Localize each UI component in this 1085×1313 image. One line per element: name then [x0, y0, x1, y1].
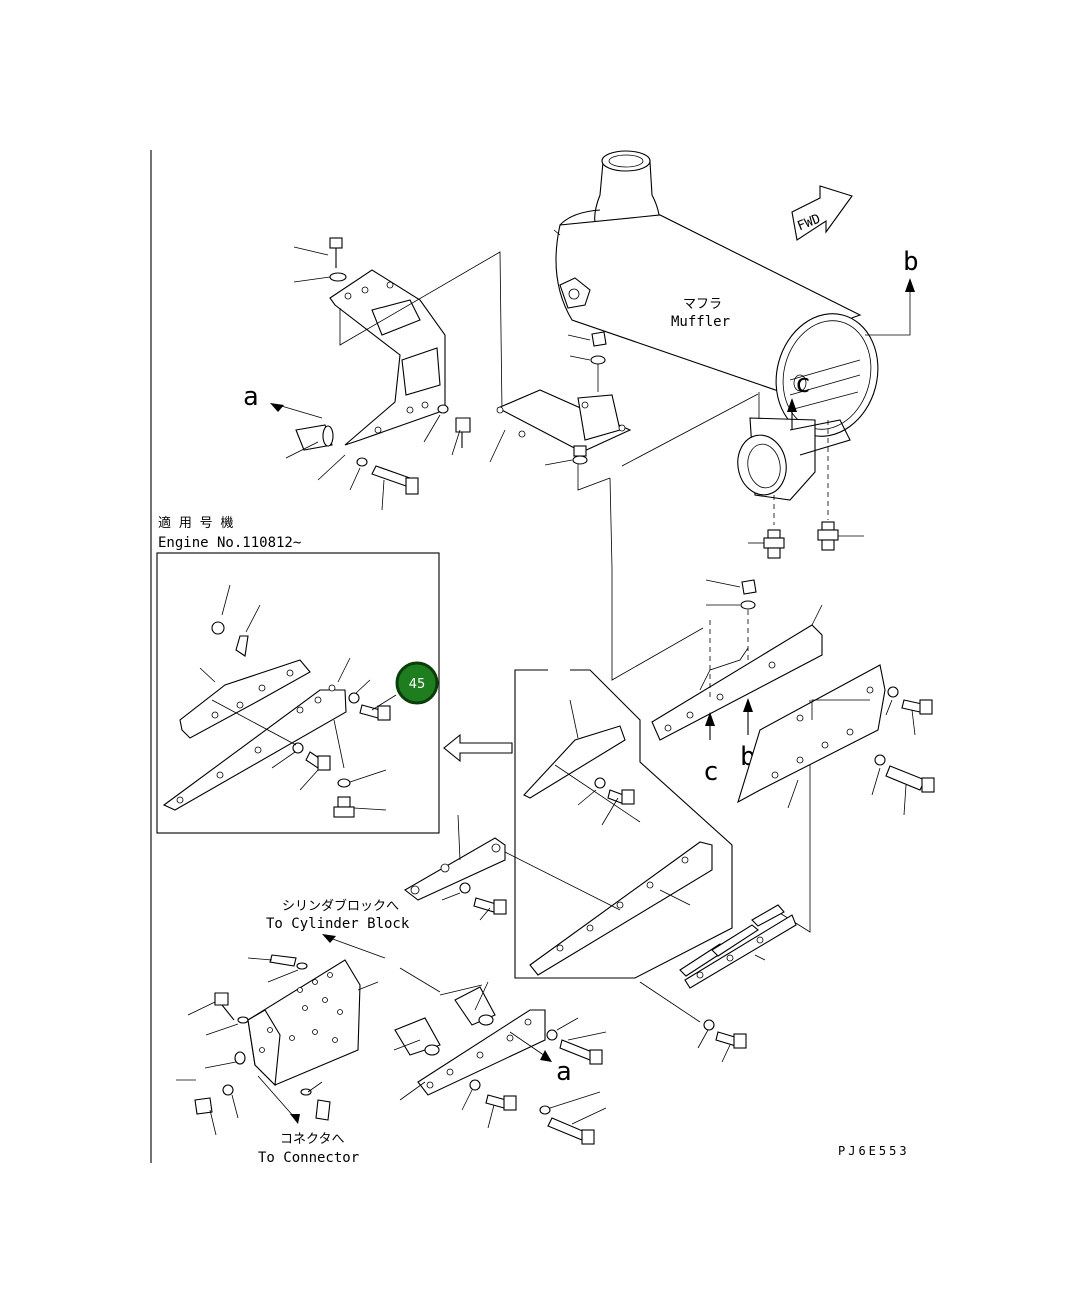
engine-no-label: Engine No.110812~	[158, 535, 301, 551]
inset-box	[156, 552, 440, 834]
cylinder-label-jp: シリンダブロックへ	[282, 898, 399, 914]
bottom-left-block	[176, 954, 379, 1136]
guide-line-right	[774, 700, 811, 933]
connector-label-en: To Connector	[258, 1150, 359, 1166]
ref-c-mid: c	[703, 757, 719, 787]
center-box-outline	[514, 669, 733, 979]
ref-a-bottom: a	[556, 1057, 572, 1087]
ref-b-top: b	[903, 247, 919, 277]
applicable-label-jp: 適 用 号 機	[158, 515, 233, 531]
drawing-code: PJ6E553	[838, 1144, 910, 1158]
callout-45-circle[interactable]	[395, 661, 439, 705]
fwd-arrow: FWD	[791, 185, 853, 241]
end-cap-hole	[793, 374, 807, 392]
callout-45-number[interactable]: 45	[409, 677, 426, 692]
arrow-up-c	[787, 398, 797, 412]
guide-line-center	[609, 477, 704, 681]
muffler-label-jp: マフラ	[683, 297, 722, 312]
hollow-arrow-to-inset	[443, 733, 513, 763]
muffler-bottom-bolts	[748, 521, 864, 559]
muffler-label-en: Muffler	[671, 314, 730, 330]
center-box-parts	[504, 699, 713, 976]
cylinder-label-en: To Cylinder Block	[266, 916, 410, 932]
upper-right-brackets	[651, 579, 935, 816]
ref-a-top: a	[243, 382, 259, 412]
top-left-bracket	[270, 237, 503, 511]
inset-parts	[162, 584, 391, 818]
callout-45[interactable]: 45	[371, 661, 439, 711]
muffler	[553, 150, 915, 525]
connector-label-jp: コネクタへ	[280, 1132, 344, 1147]
arrow-up-b	[905, 278, 915, 292]
center-plate	[489, 331, 759, 491]
ref-c-top: c	[795, 369, 811, 399]
lower-mid-parts	[399, 814, 797, 1063]
bottom-mid-bracket	[393, 981, 607, 1145]
